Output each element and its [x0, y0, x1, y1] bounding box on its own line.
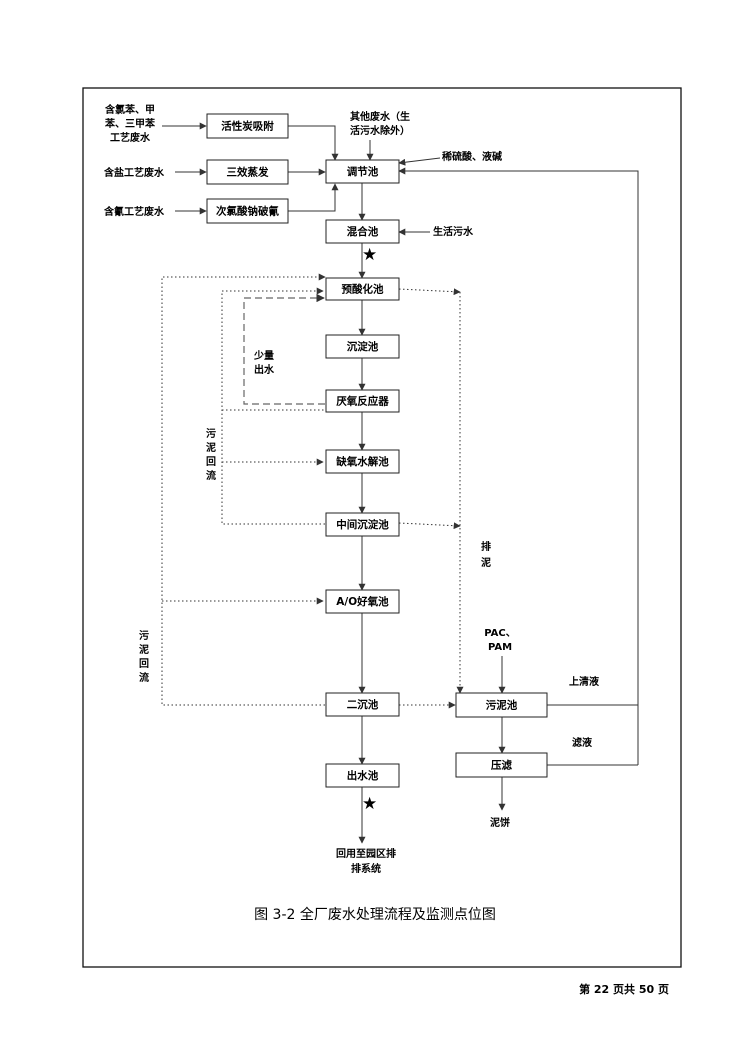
sludge-return-label-lower: 污 泥 回 流	[139, 629, 149, 684]
node-regulating-tank: 调节池	[325, 159, 400, 184]
svg-text:A/O好氧池: A/O好氧池	[336, 595, 389, 608]
node-ao-aerobic-tank: A/O好氧池	[325, 589, 400, 614]
node-middle-settling-tank: 中间沉淀池	[325, 512, 400, 537]
svg-text:回: 回	[206, 456, 216, 468]
svg-text:次氯酸钠破氰: 次氯酸钠破氰	[216, 205, 279, 218]
source-cyanide-wastewater: 含氰工艺废水	[104, 205, 165, 218]
svg-text:排: 排	[481, 540, 491, 553]
monitoring-point-star-icon: ★	[362, 794, 377, 814]
node-effluent-tank: 出水池	[325, 763, 400, 788]
node-hypochlorite: 次氯酸钠破氰	[206, 198, 289, 224]
svg-text:出水池: 出水池	[347, 769, 379, 782]
svg-text:污: 污	[139, 629, 149, 642]
monitoring-point-star-icon: ★	[362, 245, 377, 265]
svg-text:沉淀池: 沉淀池	[347, 340, 379, 353]
other-wastewater-line2: 活污水除外）	[350, 124, 410, 137]
svg-text:预酸化池: 预酸化池	[342, 283, 384, 296]
node-pre-acidification-tank: 预酸化池	[325, 277, 400, 301]
pac-label-line2: PAM	[488, 642, 512, 653]
supernatant-label: 上清液	[569, 675, 599, 688]
svg-text:泥: 泥	[206, 441, 216, 454]
svg-text:缺氧水解池: 缺氧水解池	[335, 455, 389, 468]
svg-text:流: 流	[206, 469, 216, 482]
solid-connectors	[162, 122, 639, 844]
figure-caption: 图 3-2 全厂废水处理流程及监测点位图	[254, 906, 496, 923]
svg-text:污: 污	[206, 427, 216, 440]
small-flow-loop	[243, 293, 325, 405]
svg-text:压滤: 压滤	[491, 759, 512, 772]
acid-alkali-label: 稀硫酸、液碱	[442, 150, 502, 163]
page-number: 第 22 页共 50 页	[579, 982, 669, 996]
svg-text:污泥池: 污泥池	[486, 699, 518, 712]
page-frame	[82, 87, 682, 968]
reuse-label-line2: 排系统	[351, 862, 381, 875]
node-sludge-tank: 污泥池	[455, 692, 548, 718]
source-chlorobenzene-line3: 工艺废水	[110, 131, 151, 144]
sludge-return-label-upper: 污 泥 回 流	[206, 427, 216, 482]
small-flow-label-line2: 出水	[254, 363, 275, 376]
svg-text:三效蒸发: 三效蒸发	[227, 166, 269, 179]
source-chlorobenzene-line1: 含氯苯、甲	[105, 103, 155, 116]
other-wastewater-line1: 其他废水（生	[350, 110, 410, 123]
reuse-label-line1: 回用至园区排	[336, 847, 396, 860]
node-settling-tank: 沉淀池	[325, 334, 400, 359]
svg-text:中间沉淀池: 中间沉淀池	[336, 518, 389, 531]
pac-label-line1: PAC、	[484, 628, 516, 639]
domestic-sewage-label: 生活污水	[433, 225, 474, 238]
node-activated-carbon: 活性炭吸附	[206, 113, 289, 139]
svg-text:二沉池: 二沉池	[347, 698, 379, 711]
discharge-sludge-label: 排 泥	[481, 540, 491, 569]
sludge-cake-label: 泥饼	[490, 816, 510, 829]
dotted-connectors	[161, 273, 464, 709]
svg-text:活性炭吸附: 活性炭吸附	[221, 120, 274, 133]
node-anoxic-hydrolysis-tank: 缺氧水解池	[325, 449, 400, 474]
svg-text:泥: 泥	[139, 643, 149, 656]
node-anaerobic-reactor: 厌氧反应器	[325, 389, 400, 413]
node-secondary-settling-tank: 二沉池	[325, 692, 400, 717]
small-flow-label-line1: 少量	[253, 349, 274, 362]
svg-text:混合池: 混合池	[347, 225, 379, 238]
svg-text:泥: 泥	[481, 556, 491, 569]
node-triple-evaporation: 三效蒸发	[206, 159, 289, 185]
source-saline-wastewater: 含盐工艺废水	[104, 166, 165, 179]
filtrate-label: 滤液	[572, 736, 592, 749]
svg-text:流: 流	[139, 671, 149, 684]
node-press-filter: 压滤	[455, 752, 548, 778]
svg-text:调节池: 调节池	[347, 165, 379, 178]
svg-text:回: 回	[139, 658, 149, 670]
svg-text:厌氧反应器: 厌氧反应器	[336, 395, 389, 408]
source-chlorobenzene-line2: 苯、三甲苯	[104, 117, 156, 130]
node-mixing-tank: 混合池	[325, 219, 400, 244]
